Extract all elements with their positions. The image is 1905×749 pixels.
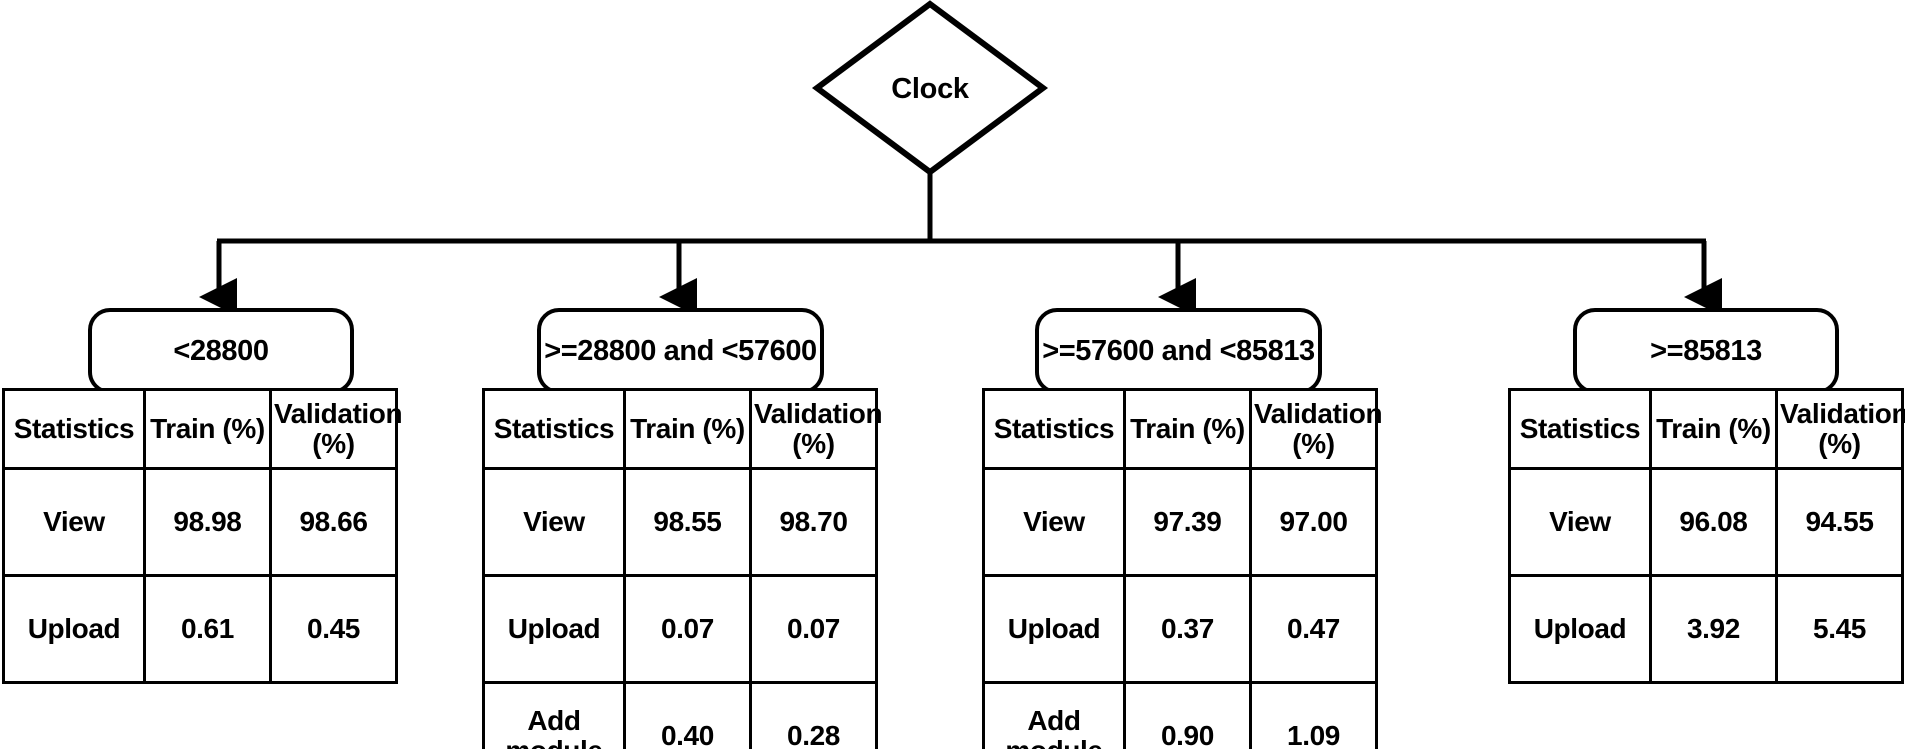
row-label: Upload <box>982 574 1126 684</box>
row-train-value: 0.37 <box>1122 574 1252 684</box>
table-row: View 98.55 98.70 <box>482 467 879 577</box>
branch-stats-table-3: Statistics Train (%) Validation (%) View… <box>982 388 1383 749</box>
header-statistics: Statistics <box>482 388 626 470</box>
branch-condition-box-1: <28800 <box>88 308 354 394</box>
row-label: Add module <box>982 681 1126 749</box>
header-train: Train (%) <box>1648 388 1778 470</box>
row-label: View <box>982 467 1126 577</box>
row-validation-value: 0.28 <box>748 681 879 749</box>
row-validation-value: 94.55 <box>1774 467 1905 577</box>
header-statistics: Statistics <box>2 388 146 470</box>
branch-stats-table-1: Statistics Train (%) Validation (%) View… <box>2 388 403 684</box>
row-validation-value: 98.66 <box>268 467 399 577</box>
row-train-value: 96.08 <box>1648 467 1778 577</box>
row-validation-value: 0.45 <box>268 574 399 684</box>
header-validation: Validation (%) <box>1248 388 1383 470</box>
header-train: Train (%) <box>142 388 272 470</box>
branch-condition-box-3: >=57600 and <85813 <box>1035 308 1322 394</box>
table-row: View 98.98 98.66 <box>2 467 399 577</box>
row-train-value: 0.40 <box>622 681 752 749</box>
row-validation-value: 98.70 <box>748 467 879 577</box>
header-train: Train (%) <box>622 388 752 470</box>
branch-condition-box-4: >=85813 <box>1573 308 1839 394</box>
table-header-row: Statistics Train (%) Validation (%) <box>1508 388 1905 470</box>
row-validation-value: 5.45 <box>1774 574 1905 684</box>
row-validation-value: 0.47 <box>1248 574 1379 684</box>
row-train-value: 0.07 <box>622 574 752 684</box>
row-validation-value: 1.09 <box>1248 681 1379 749</box>
table-row: View 97.39 97.00 <box>982 467 1379 577</box>
row-train-value: 3.92 <box>1648 574 1778 684</box>
table-header-row: Statistics Train (%) Validation (%) <box>482 388 883 470</box>
row-validation-value: 97.00 <box>1248 467 1379 577</box>
header-train: Train (%) <box>1122 388 1252 470</box>
row-train-value: 0.90 <box>1122 681 1252 749</box>
table-header-row: Statistics Train (%) Validation (%) <box>2 388 403 470</box>
header-statistics: Statistics <box>1508 388 1652 470</box>
row-label: Upload <box>1508 574 1652 684</box>
table-row: Add module 0.90 1.09 <box>982 681 1379 749</box>
table-row: Add module 0.40 0.28 <box>482 681 879 749</box>
header-validation: Validation (%) <box>748 388 883 470</box>
row-train-value: 97.39 <box>1122 467 1252 577</box>
row-label: View <box>2 467 146 577</box>
row-train-value: 0.61 <box>142 574 272 684</box>
branch-stats-table-4: Statistics Train (%) Validation (%) View… <box>1508 388 1905 684</box>
row-label: View <box>1508 467 1652 577</box>
header-validation: Validation (%) <box>268 388 403 470</box>
decision-node-label: Clock <box>891 73 969 105</box>
row-train-value: 98.55 <box>622 467 752 577</box>
header-validation: Validation (%) <box>1774 388 1905 470</box>
table-row: Upload 0.37 0.47 <box>982 574 1379 684</box>
row-validation-value: 0.07 <box>748 574 879 684</box>
row-label: Upload <box>2 574 146 684</box>
row-label: Upload <box>482 574 626 684</box>
header-statistics: Statistics <box>982 388 1126 470</box>
table-row: Upload 3.92 5.45 <box>1508 574 1905 684</box>
table-header-row: Statistics Train (%) Validation (%) <box>982 388 1383 470</box>
row-train-value: 98.98 <box>142 467 272 577</box>
row-label: Add module <box>482 681 626 749</box>
row-label: View <box>482 467 626 577</box>
table-row: Upload 0.07 0.07 <box>482 574 879 684</box>
branch-condition-box-2: >=28800 and <57600 <box>537 308 824 394</box>
branch-stats-table-2: Statistics Train (%) Validation (%) View… <box>482 388 883 749</box>
table-row: View 96.08 94.55 <box>1508 467 1905 577</box>
table-row: Upload 0.61 0.45 <box>2 574 399 684</box>
